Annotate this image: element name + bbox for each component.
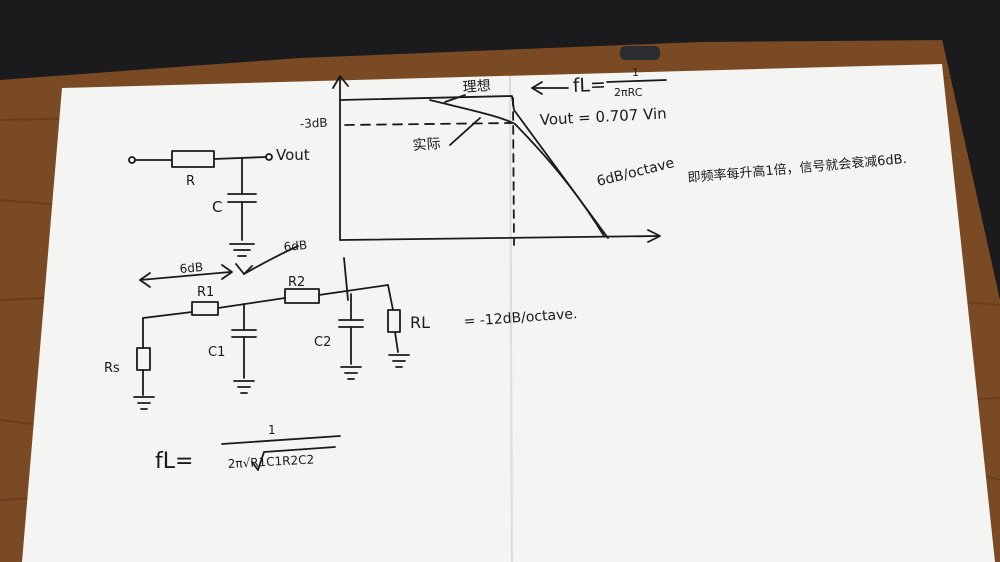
rl-lead-bottom (394, 331, 399, 353)
ideal-label: 理想 (462, 78, 491, 96)
rc-r-label: R (186, 174, 195, 189)
fl-numerator: 1 (632, 66, 639, 79)
rl-resistor (387, 309, 401, 333)
c1-ground-icon (233, 380, 255, 394)
minus3db-label: -3dB (299, 116, 328, 131)
laptop-right-edge (940, 20, 1000, 300)
paper-fold (509, 75, 513, 562)
rc-c-label: C (212, 198, 222, 216)
fc-dashed (512, 97, 515, 246)
node-marker (343, 257, 349, 301)
graph-x-arrow (647, 229, 661, 243)
fl-fraction-bar (606, 79, 667, 83)
actual-pointer (449, 117, 481, 146)
rc-vout-label: Vout (276, 146, 310, 164)
left-6db-arrow (139, 264, 233, 288)
fl-label: fL= (572, 74, 606, 97)
r2-out-wire (318, 284, 389, 296)
fc-arrow (531, 81, 569, 95)
rs-lead-top (142, 311, 193, 319)
rs-ground-icon (133, 396, 155, 410)
rl-ground-icon (388, 354, 410, 368)
rl-label: RL (410, 313, 430, 332)
ideal-pointer (444, 94, 466, 103)
graph-y-arrow (332, 75, 349, 89)
formula-denominator: 2π√R1C1R2C2 (227, 452, 314, 471)
top-6db-arrow (235, 245, 299, 275)
r1-label: R1 (197, 285, 214, 300)
minus3db-dashed (344, 122, 513, 126)
laptop-hinge (620, 46, 660, 60)
r2-resistor (284, 288, 320, 304)
formula-fraction-bar (221, 435, 341, 445)
sqrt-sign (251, 446, 336, 471)
rc-ground-icon (229, 243, 255, 257)
top-6db-label: 6dB (283, 238, 308, 254)
c2-ground-icon (340, 366, 362, 380)
rc-output-terminal (265, 153, 273, 161)
r1-r2-wire (217, 297, 286, 309)
c2-label: C2 (314, 335, 331, 350)
rl-lead-top (387, 284, 394, 311)
laptop (0, 0, 1000, 80)
left-6db-label: 6dB (179, 260, 204, 276)
rs-label: Rs (104, 361, 120, 376)
fl-denominator: 2πRC (614, 86, 643, 99)
paper-sheet (22, 64, 995, 562)
rc-wire-out (213, 156, 267, 160)
graph-x-axis (339, 235, 659, 241)
c1-label: C1 (208, 345, 225, 360)
minus12db-label: = -12dB/octave. (463, 306, 578, 330)
formula-lhs: fL= (155, 449, 193, 474)
r2-label: R2 (288, 275, 305, 290)
actual-response (429, 99, 605, 237)
actual-label: 实际 (412, 136, 441, 154)
formula-numerator: 1 (268, 423, 276, 437)
